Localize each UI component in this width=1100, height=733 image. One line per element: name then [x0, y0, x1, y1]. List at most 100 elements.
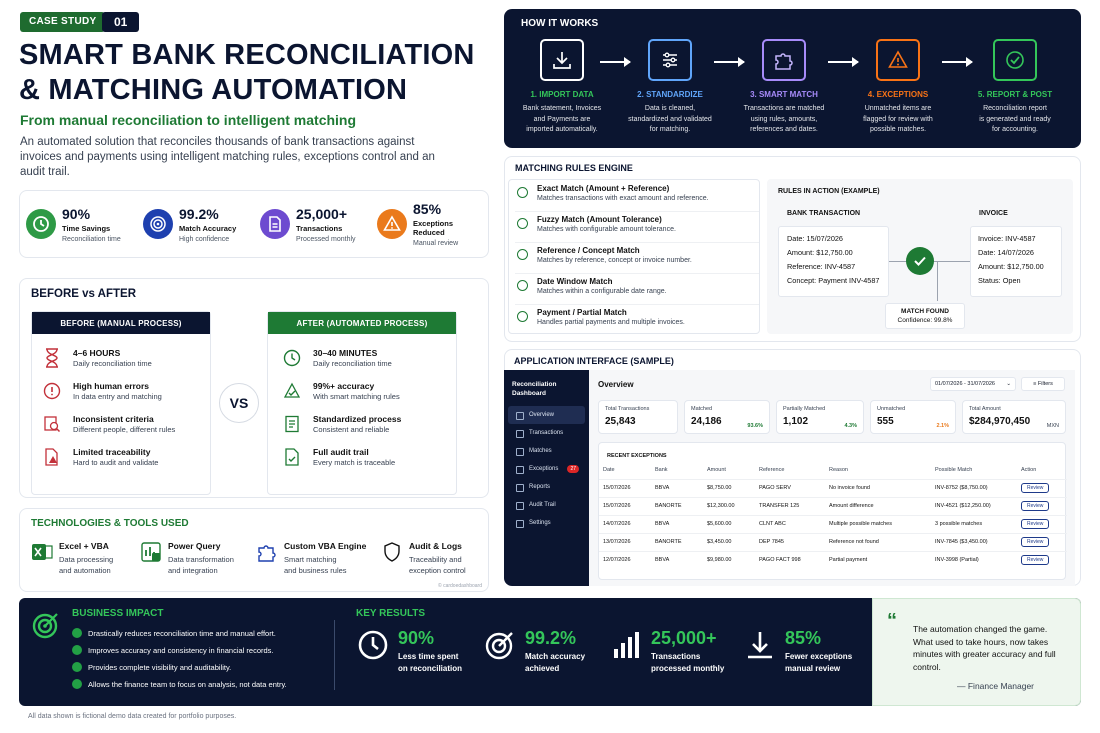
nav-overview[interactable]: Overview	[508, 406, 585, 424]
exceptions-badge: 27	[567, 465, 579, 473]
section-title: BEFORE vs AFTER	[31, 288, 137, 300]
nav-transactions[interactable]: Transactions	[508, 424, 585, 442]
rule-title: Payment / Partial Match	[537, 308, 627, 317]
rule-title: Date Window Match	[537, 277, 613, 286]
recent-exceptions-title: RECENT EXCEPTIONS	[607, 453, 667, 459]
tool-name: Power Query	[168, 541, 221, 551]
kpi-value: 99.2%	[179, 205, 219, 222]
before-after-panel: BEFORE vs AFTER BEFORE (MANUAL PROCESS) …	[19, 278, 489, 498]
intro-text: An automated solution that reconciles th…	[20, 136, 435, 178]
kpi-sub: Processed monthly	[296, 235, 356, 243]
rule-desc: Matches with configurable amount toleran…	[537, 226, 676, 233]
item-desc: Daily reconciliation time	[73, 359, 152, 368]
nav-matches[interactable]: Matches	[508, 442, 585, 460]
page-subtitle: From manual reconciliation to intelligen…	[20, 112, 357, 128]
review-button[interactable]: Review	[1021, 483, 1050, 493]
match-found-label: MATCH FOUND	[901, 308, 949, 315]
target-icon	[31, 610, 61, 640]
nav-label: Exceptions	[529, 466, 559, 472]
rule-title: Reference / Concept Match	[537, 246, 640, 255]
item-title: Inconsistent criteria	[73, 414, 154, 424]
testimonial-quote: The automation changed the game. What us…	[913, 624, 1056, 672]
hourglass-icon	[42, 348, 62, 368]
title-line-1: SMART BANK RECONCILIATION	[19, 39, 475, 71]
check-circle-icon	[993, 39, 1037, 81]
rule-check-icon	[517, 187, 528, 198]
document-icon	[260, 209, 290, 239]
nav-audit-trail[interactable]: Audit Trail	[508, 496, 585, 514]
item-title: 30–40 MINUTES	[313, 348, 378, 358]
tool-name: Custom VBA Engine	[284, 541, 367, 551]
item-desc: Hard to audit and validate	[73, 458, 159, 467]
review-button[interactable]: Review	[1021, 537, 1050, 547]
rules-example: RULES IN ACTION (EXAMPLE) BANK TRANSACTI…	[767, 179, 1073, 334]
result-value: 99.2%	[525, 628, 577, 648]
key-results-title: KEY RESULTS	[356, 608, 426, 619]
item-desc: Different people, different rules	[73, 425, 176, 434]
tool-desc: and integration	[168, 566, 218, 575]
dashboard-sample: Reconciliation Dashboard Overview Transa…	[504, 370, 1081, 586]
impact-item: Improves accuracy and consistency in fin…	[72, 645, 287, 655]
date-range-select[interactable]: 01/07/2026 - 31/07/2026⌄	[930, 377, 1016, 391]
review-button[interactable]: Review	[1021, 519, 1050, 529]
arrow-right-icon	[828, 57, 859, 67]
after-header: AFTER (AUTOMATED PROCESS)	[268, 312, 456, 334]
filters-button[interactable]: ≡ Filters	[1021, 377, 1065, 391]
quote-icon: “	[887, 610, 897, 632]
item-title: Full audit trail	[313, 447, 369, 457]
match-confidence: Confidence: 99.8%	[897, 317, 953, 324]
match-found-badge: MATCH FOUND Confidence: 99.8%	[885, 303, 965, 329]
review-button[interactable]: Review	[1021, 555, 1050, 566]
step-title: 4. EXCEPTIONS	[867, 90, 929, 99]
item-title: 4–6 HOURS	[73, 348, 121, 358]
item-desc: Daily reconciliation time	[313, 359, 392, 368]
rule-title: Exact Match (Amount + Reference)	[537, 184, 670, 193]
nav-settings[interactable]: Settings	[508, 514, 585, 532]
review-button[interactable]: Review	[1021, 501, 1050, 511]
nav-exceptions[interactable]: Exceptions 27	[508, 460, 585, 478]
tool-desc: Smart matching	[284, 555, 337, 564]
sidebar-title: Dashboard	[512, 390, 546, 397]
rule-desc: Matches by reference, concept or invoice…	[537, 257, 692, 264]
before-header: BEFORE (MANUAL PROCESS)	[32, 312, 210, 334]
target-icon	[483, 628, 517, 662]
impact-item: Allows the finance team to focus on anal…	[72, 679, 287, 689]
audit-icon	[282, 447, 302, 467]
section-title: APPLICATION INTERFACE (SAMPLE)	[514, 356, 674, 366]
dashboard-sidebar: Reconciliation Dashboard Overview Transa…	[504, 370, 589, 586]
arrow-right-icon	[942, 57, 973, 67]
nav-reports[interactable]: Reports	[508, 478, 585, 496]
warning-icon	[876, 39, 920, 81]
tool-desc: Traceability and	[409, 555, 462, 564]
rule-title: Fuzzy Match (Amount Tolerance)	[537, 215, 662, 224]
result-value: 85%	[785, 628, 822, 648]
testimonial-author: — Finance Manager	[957, 681, 1035, 691]
process-step: 2. STANDARDIZE Data is cleaned,standardi…	[615, 39, 725, 136]
tool-name: Excel + VBA	[59, 541, 109, 551]
step-title: 5. REPORT & POST	[977, 90, 1053, 99]
chevron-down-icon: ⌄	[1006, 381, 1011, 387]
